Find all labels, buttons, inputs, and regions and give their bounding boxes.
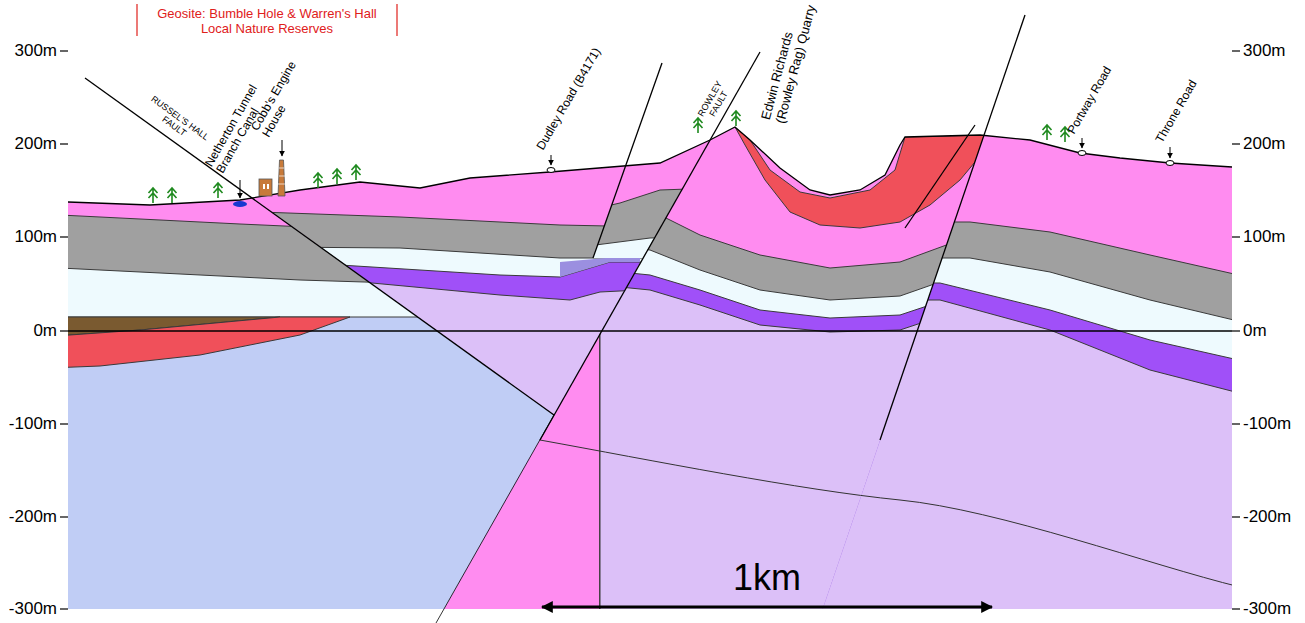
axis-label: -300m [9, 599, 57, 618]
fault-label: ROWLEY FAULT [694, 75, 735, 127]
road-label: Dudley Road (B4171) [534, 45, 603, 152]
axis-label: 0m [33, 321, 57, 340]
geosite-title: Geosite: Bumble Hole & Warren's Hall Loc… [142, 7, 392, 36]
axis-label: -200m [1243, 507, 1291, 526]
axis-label: -300m [1243, 599, 1291, 618]
quarry-label: Edwin Richards (Rowley Rag) Quarry [759, 0, 821, 125]
axis-label: 300m [1243, 41, 1286, 60]
road-label: Throne Road [1153, 78, 1200, 145]
axis-label: 100m [14, 227, 57, 246]
axis-label: -100m [9, 414, 57, 433]
scale-label: 1km [733, 558, 801, 598]
axis-label: -200m [9, 507, 57, 526]
axis-label: 300m [14, 41, 57, 60]
axis-label: 0m [1243, 321, 1267, 340]
axis-label: 200m [1243, 134, 1286, 153]
road-label: Portway Road [1065, 64, 1114, 136]
axis-label: -100m [1243, 414, 1291, 433]
axis-label: 100m [1243, 227, 1286, 246]
axis-label: 200m [14, 134, 57, 153]
